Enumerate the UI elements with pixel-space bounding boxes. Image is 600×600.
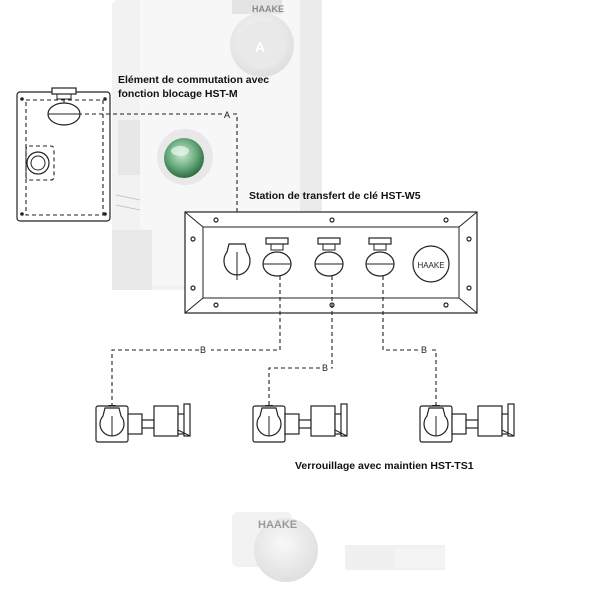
key-lock-1 bbox=[262, 237, 292, 277]
hst-m-switching-element bbox=[16, 87, 111, 222]
brand-badge: HAAKE bbox=[417, 261, 444, 270]
hst-ts1-unit-2 bbox=[252, 403, 348, 443]
hst-ts1-unit-3 bbox=[419, 403, 515, 443]
link-label-a: A bbox=[224, 110, 230, 120]
brand-top-photo: HAAKE bbox=[252, 4, 284, 14]
link-label-b-right: B bbox=[421, 345, 427, 355]
green-button-photo bbox=[157, 129, 213, 185]
label-hst-ts1: Verrouillage avec maintien HST-TS1 bbox=[295, 460, 474, 472]
background-photo-bottom bbox=[232, 512, 445, 582]
link-label-b-left: B bbox=[200, 345, 206, 355]
hst-ts1-unit-1 bbox=[95, 403, 191, 443]
key-lock-3 bbox=[365, 237, 395, 277]
link-label-b-middle: B bbox=[322, 363, 328, 373]
brand-bottom-photo: HAAKE bbox=[258, 519, 297, 531]
label-hst-m-line2: fonction blocage HST-M bbox=[118, 88, 238, 100]
label-hst-w5: Station de transfert de clé HST-W5 bbox=[249, 190, 421, 202]
key-lock-2 bbox=[314, 237, 344, 277]
button-letter: A bbox=[255, 39, 265, 55]
hst-w5-key-transfer-station bbox=[184, 211, 478, 314]
label-hst-m-line1: Elément de commutation avec bbox=[118, 74, 269, 86]
